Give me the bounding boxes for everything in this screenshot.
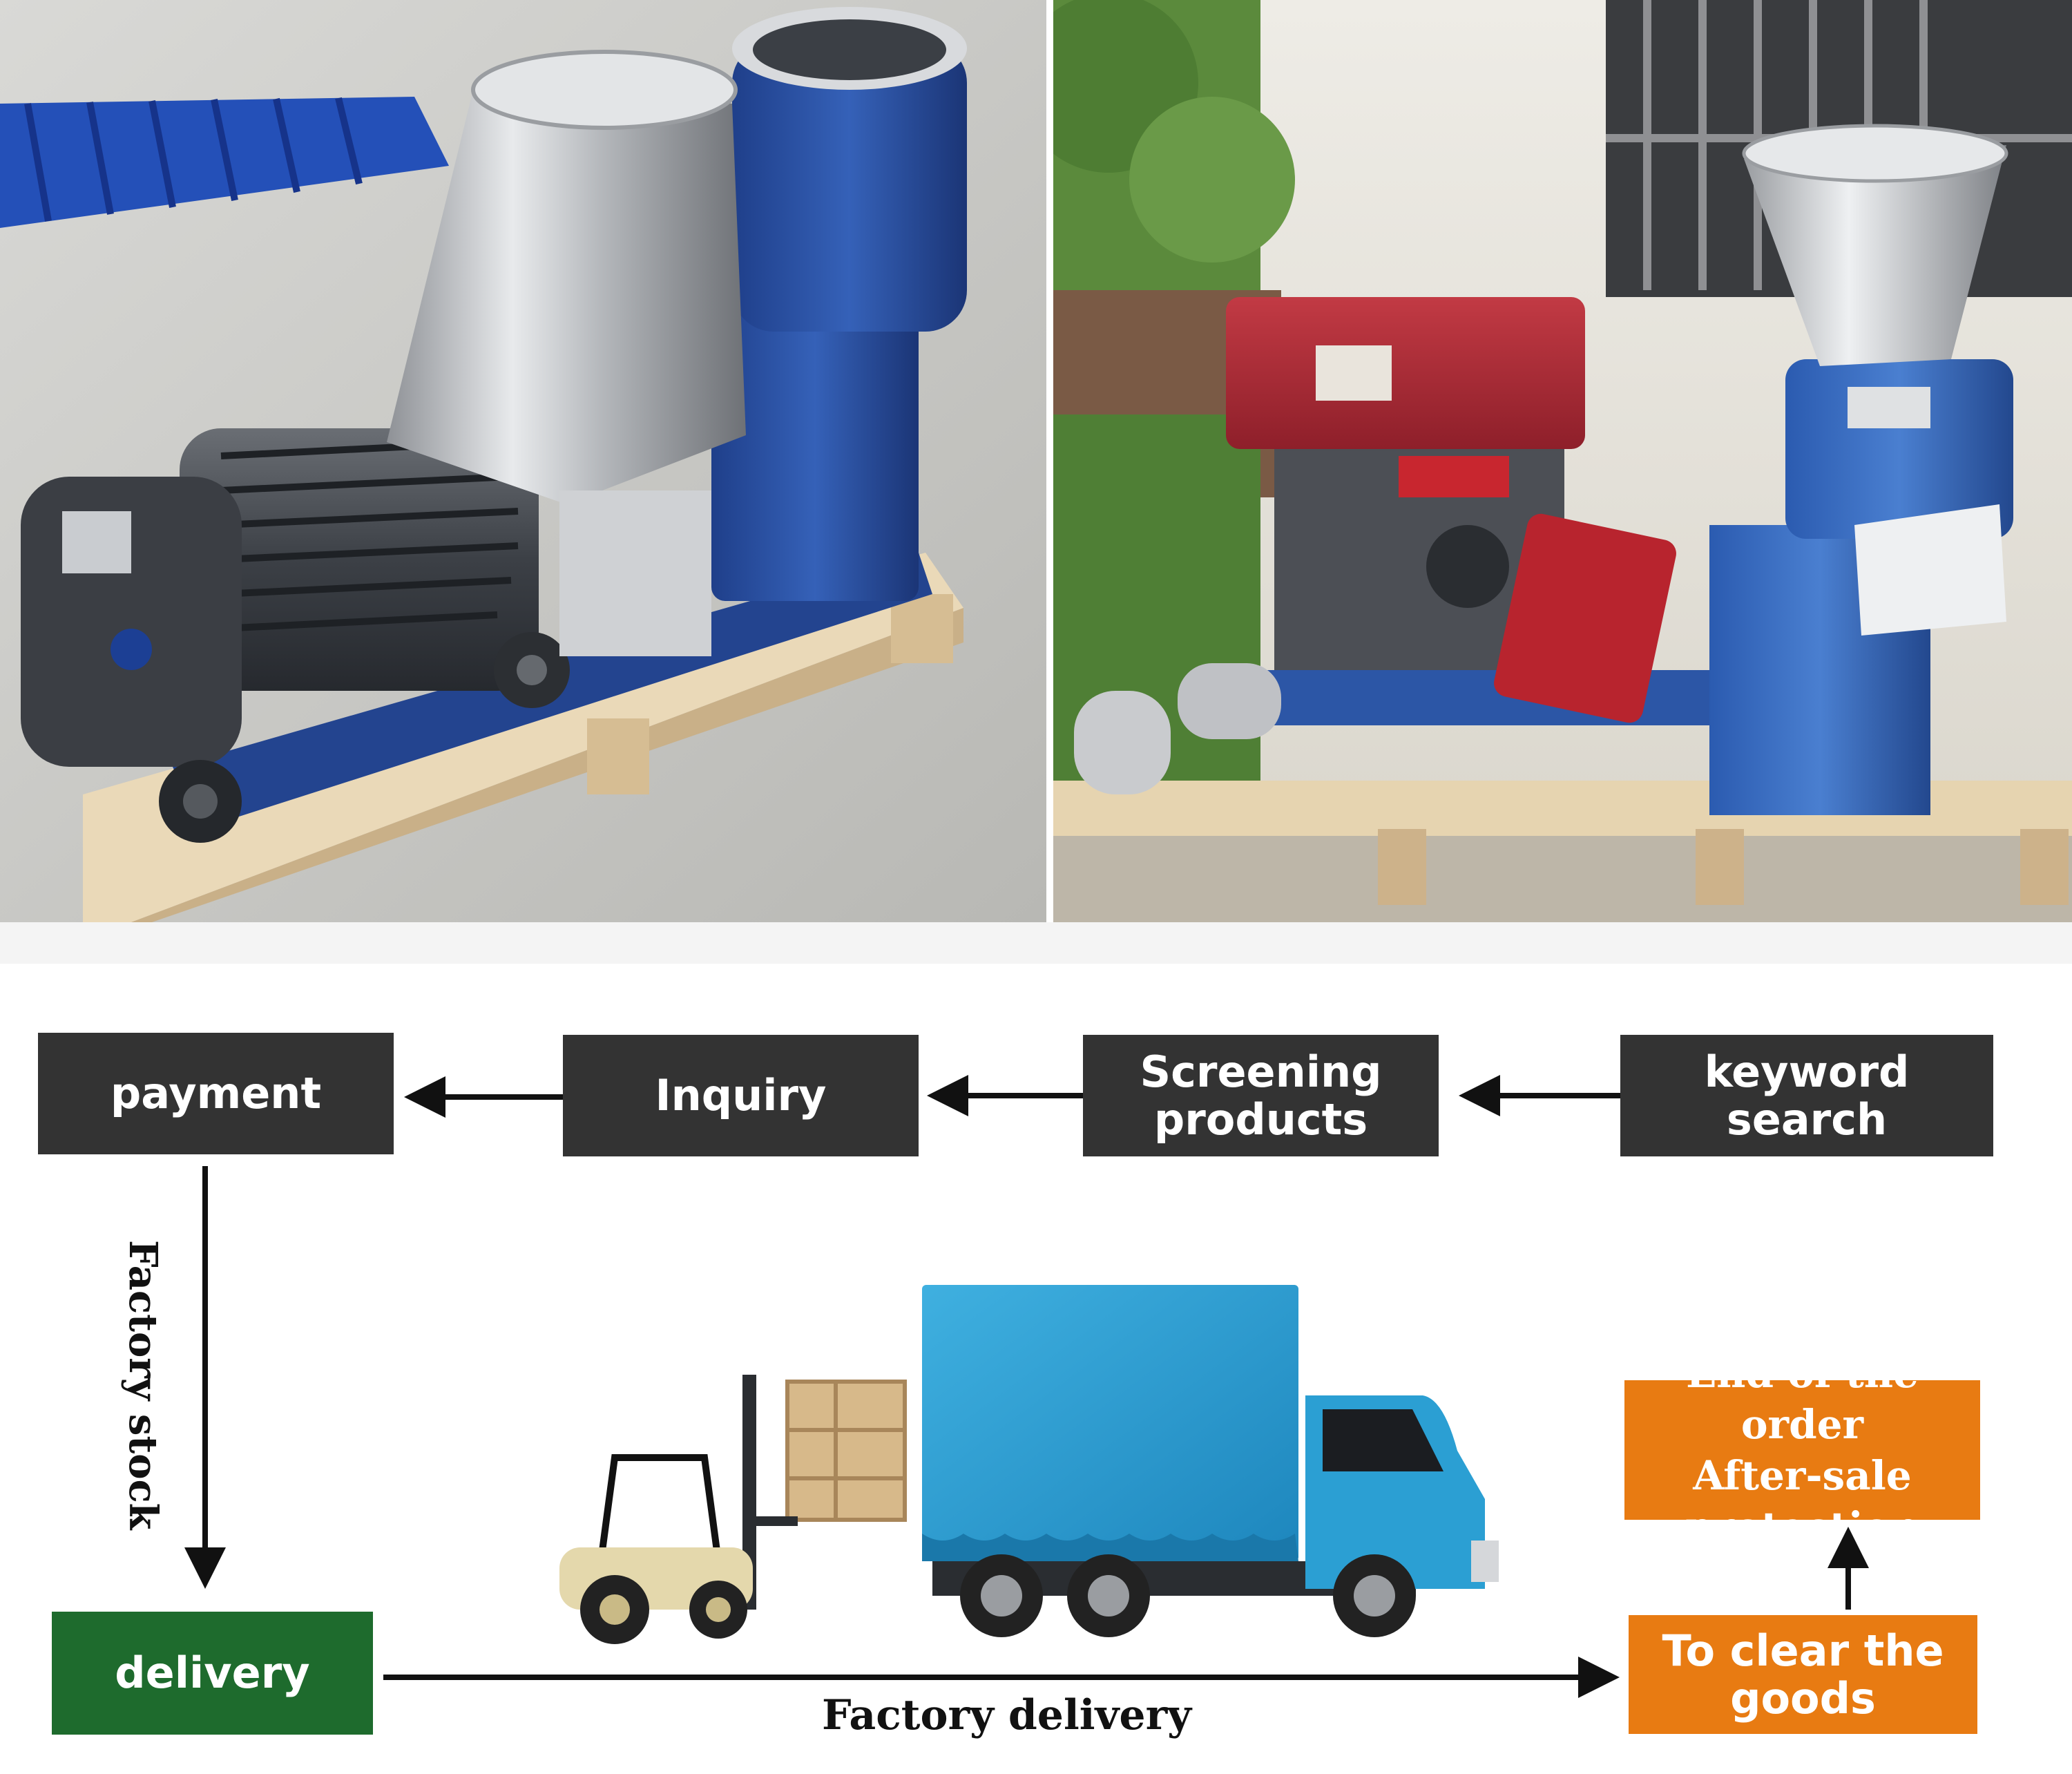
screening-line-1: Screening [1140, 1046, 1382, 1097]
photo-left [0, 0, 1046, 922]
keyword-search-box: keyword search [1620, 1035, 1993, 1156]
arrowhead-payment-to-delivery [184, 1547, 226, 1589]
screening-line-2: products [1153, 1094, 1368, 1145]
truck-cargo [922, 1285, 1416, 1596]
arrowhead-screening-to-inquiry [927, 1075, 968, 1116]
end-line-1: End of the order [1686, 1349, 1919, 1448]
electric-motor [21, 428, 570, 843]
forklift [559, 1375, 798, 1644]
separator-band [0, 922, 2072, 964]
truck-cab [1305, 1395, 1499, 1589]
screening-products-box: Screening products [1083, 1035, 1439, 1156]
end-line-2: After-sale protection [1685, 1452, 1919, 1551]
arrowhead-inquiry-to-payment [404, 1076, 445, 1118]
end-order-box: End of the order After-sale protection [1624, 1350, 1980, 1550]
arrowhead-delivery-to-clear [1578, 1657, 1620, 1698]
steel-hopper [387, 50, 746, 656]
logistics-illustration [559, 1285, 1499, 1644]
wooden-crate [785, 1380, 907, 1522]
photo-right [1053, 0, 2072, 922]
payment-box: payment [38, 1033, 394, 1154]
delivery-box: delivery [52, 1612, 373, 1735]
clear-goods-box: To clear the goods [1629, 1615, 1977, 1734]
truck-wheels [960, 1554, 1416, 1637]
clear-line-2: goods [1730, 1673, 1876, 1724]
blue-pellet-mill [1709, 124, 2013, 815]
factory-stock-label: Factory stock [120, 1240, 166, 1530]
arrowhead-keyword-to-screening [1459, 1075, 1500, 1116]
clear-line-1: To clear the [1662, 1625, 1944, 1676]
factory-delivery-label: Factory delivery [822, 1691, 1192, 1739]
inquiry-box: Inquiry [563, 1035, 919, 1156]
diesel-engine [1074, 297, 1758, 794]
arrowhead-clear-to-end [1828, 1527, 1869, 1568]
conveyor-trough [0, 97, 449, 228]
